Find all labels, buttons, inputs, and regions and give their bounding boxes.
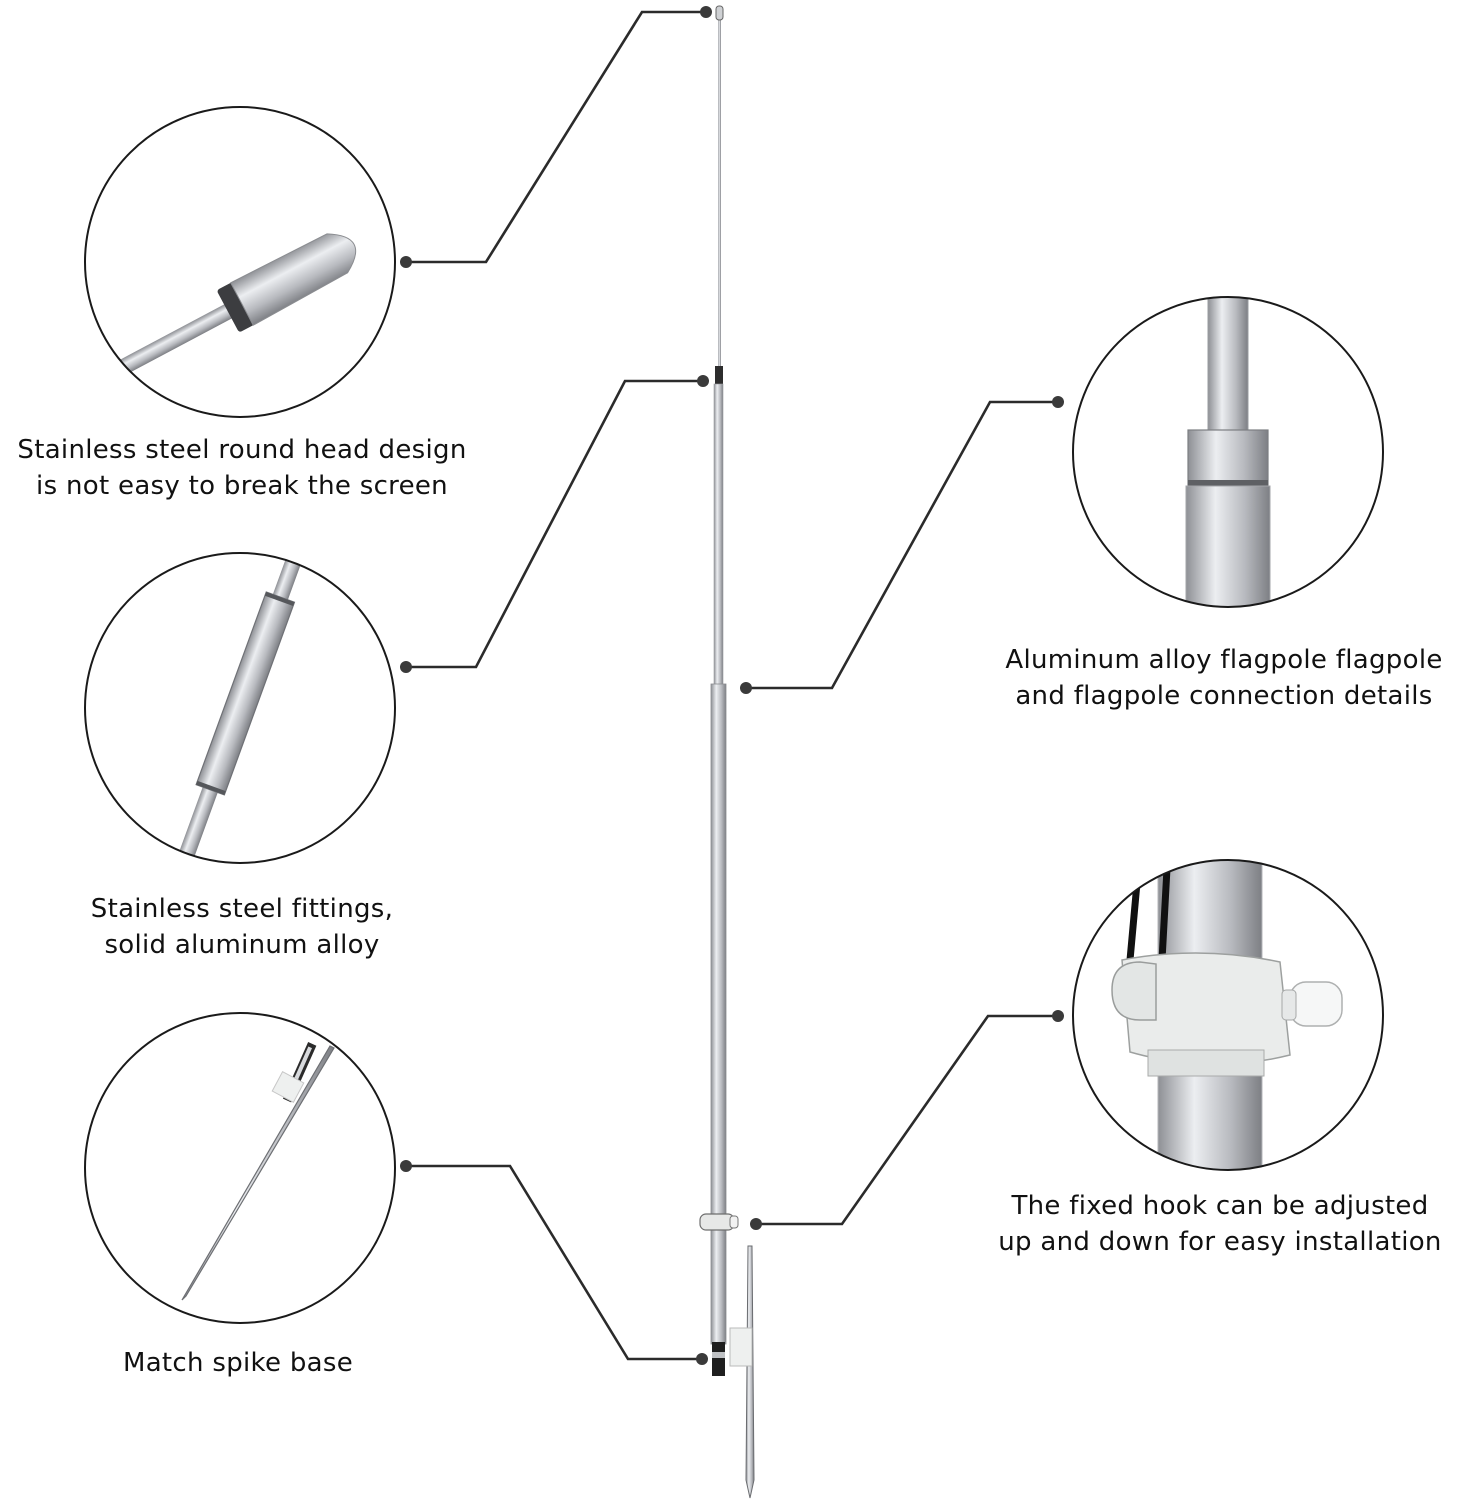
caption-fittings-line-1: Stainless steel fittings,	[90, 894, 394, 924]
round-head-detail-icon	[84, 106, 396, 418]
leader-dots	[400, 6, 1064, 1365]
flagpole-assembly	[699, 5, 755, 1499]
pole-hook-clip-tab	[729, 1215, 739, 1229]
pole-connection-detail-icon	[1072, 296, 1384, 608]
leader-line-spike	[406, 1164, 702, 1361]
pole-main-section	[710, 683, 727, 1345]
dot	[697, 375, 709, 387]
pole-thin-section	[713, 383, 724, 687]
pole-joint-upper	[715, 366, 723, 386]
dot	[400, 1160, 412, 1172]
dot	[700, 6, 712, 18]
caption-fittings-line-2: solid aluminum alloy	[104, 930, 380, 960]
pole-bottom-ferrule	[712, 1342, 725, 1376]
caption-round-head-line-2: is not easy to break the screen	[36, 471, 448, 501]
caption-connection-line-2: and flagpole connection details	[1015, 681, 1433, 711]
caption-hook: The fixed hook can be adjusted up and do…	[978, 1188, 1462, 1260]
pole-top-wire	[718, 10, 721, 368]
pole-hook-clip	[699, 1213, 735, 1231]
caption-connection: Aluminum alloy flagpole flagpole and fla…	[976, 642, 1464, 714]
dot	[400, 256, 412, 268]
dot	[740, 682, 752, 694]
dot	[1052, 396, 1064, 408]
leader-line-connection	[746, 400, 1058, 690]
dot	[750, 1218, 762, 1230]
caption-spike-base: Match spike base	[60, 1345, 416, 1381]
steel-fitting-detail-icon	[84, 552, 396, 864]
fixed-hook-detail-icon	[1072, 859, 1384, 1171]
leader-line-fittings	[406, 379, 703, 669]
caption-hook-line-1: The fixed hook can be adjusted	[1011, 1191, 1429, 1221]
caption-fittings: Stainless steel fittings, solid aluminum…	[40, 891, 444, 963]
pole-top-tip	[715, 5, 724, 21]
dot	[400, 661, 412, 673]
caption-hook-line-2: up and down for easy installation	[998, 1227, 1442, 1257]
ground-spike-detail-icon	[84, 1012, 396, 1324]
caption-connection-line-1: Aluminum alloy flagpole flagpole	[1005, 645, 1443, 675]
spike-sleeve	[729, 1327, 753, 1367]
leader-line-round-head	[406, 10, 706, 264]
leader-line-hook	[756, 1014, 1058, 1226]
caption-round-head: Stainless steel round head design is not…	[0, 432, 484, 504]
ground-spike	[745, 1245, 755, 1499]
dot	[1052, 1010, 1064, 1022]
dot	[696, 1353, 708, 1365]
leader-lines	[406, 10, 1058, 1361]
caption-round-head-line-1: Stainless steel round head design	[17, 435, 467, 465]
caption-spike-base-line-1: Match spike base	[122, 1348, 354, 1378]
pole-bottom-ferrule-band	[712, 1352, 725, 1358]
